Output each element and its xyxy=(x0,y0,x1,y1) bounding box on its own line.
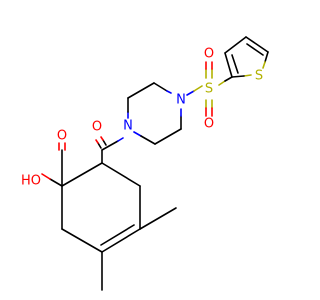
bond-pip-n1-c-down-a xyxy=(133,131,142,137)
bond-thio-c4-c5-double xyxy=(246,43,264,56)
bond-s-thiophene-b xyxy=(224,76,233,82)
bond-thio-c3-c4 xyxy=(224,36,247,54)
atom-label-carboxyl-o: O xyxy=(57,129,67,144)
bond-carbonyl-to-n-tip xyxy=(117,137,124,142)
bond-amide-double-c xyxy=(102,139,107,146)
bond-thio-c5-s-a xyxy=(264,51,269,63)
atom-label-sulfonyl-o1: O xyxy=(204,47,214,62)
molecule-diagram: HO O O N N S O O S xyxy=(21,36,269,291)
bond-amide-double-a xyxy=(97,142,102,149)
atom-label-carboxyl-oh: HO xyxy=(21,174,41,189)
bond-ring-c4-c5-double xyxy=(100,224,135,246)
bond-amide-double-d xyxy=(100,136,104,141)
bond-thio-c2-c3 xyxy=(224,52,233,78)
bond-ring-c5-c6 xyxy=(61,228,103,253)
bond-n2-s-a xyxy=(186,90,195,96)
bond-thio-c5-s-b xyxy=(262,61,266,69)
bond-ring-c1-c2 xyxy=(61,162,103,187)
bond-thio-c4-c5 xyxy=(245,36,269,53)
bond-ring-c4-c5 xyxy=(101,228,141,253)
bond-acid-oh-c xyxy=(49,178,63,187)
bond-n2-s-b xyxy=(193,85,203,92)
atom-label-thiophene-s: S xyxy=(255,69,263,84)
atom-label-piperazine-n1: N xyxy=(123,119,133,134)
bond-acid-oh-o xyxy=(41,173,51,180)
structure-drawing: HO O O N N S O O S xyxy=(21,36,269,291)
bond-ring-c2-c3 xyxy=(101,162,141,187)
bond-amide-double-b xyxy=(95,139,99,144)
bond-pip-c-n2-top-tip xyxy=(166,90,172,94)
bond-thio-c2-c3-double xyxy=(231,54,239,74)
atom-label-piperazine-n2: N xyxy=(176,93,186,108)
bond-thio-s-c2-a xyxy=(243,74,252,77)
atom-label-sulfonyl-o2: O xyxy=(204,117,214,132)
bond-pip-c-c-bottom xyxy=(154,128,182,145)
bond-methyl-1 xyxy=(139,207,177,230)
bond-pip-n1-c-down-b xyxy=(140,135,156,145)
atom-label-amide-o: O xyxy=(92,120,102,135)
bond-carbonyl-to-n xyxy=(101,140,119,151)
bond-thio-s-c2-b xyxy=(231,75,245,78)
bond-pip-c-n2-top xyxy=(153,82,168,92)
atom-label-sulfonyl-s: S xyxy=(205,82,213,97)
bond-pip-c-c-top xyxy=(127,82,155,99)
bond-s-thiophene-a xyxy=(218,80,226,86)
